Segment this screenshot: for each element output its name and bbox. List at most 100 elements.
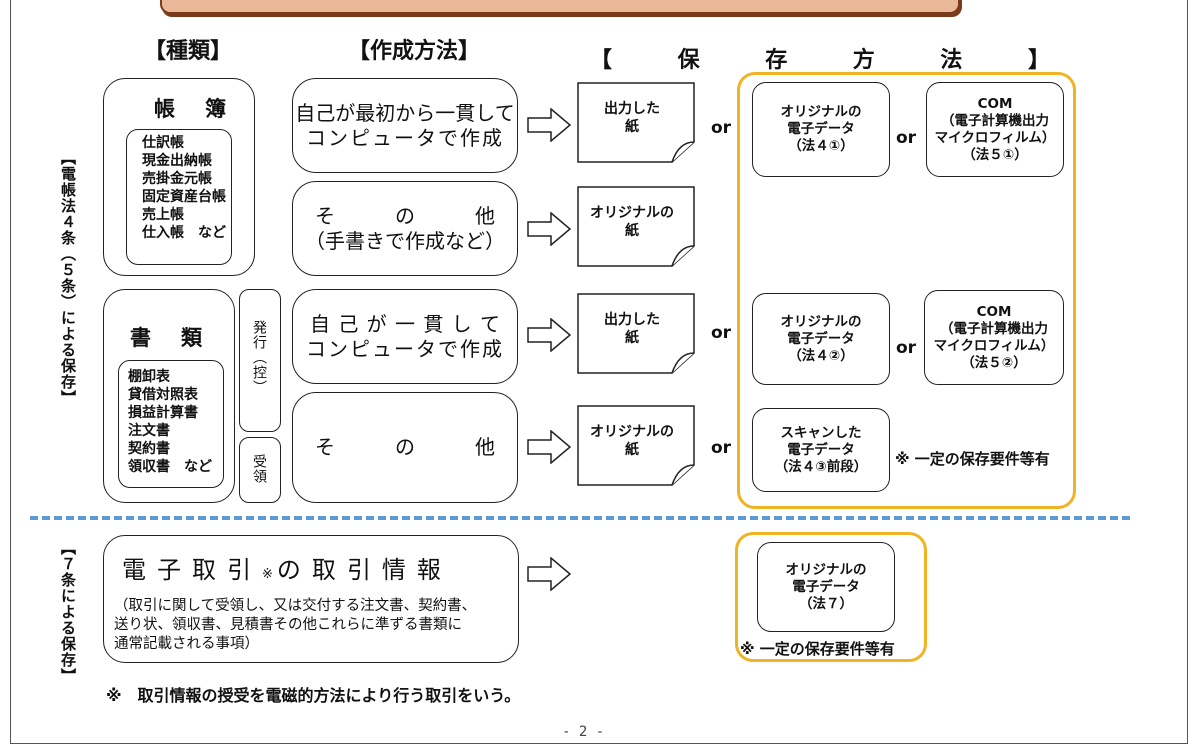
paper-printed-2: 出力した紙 [577,293,697,374]
paper-icon [577,405,695,486]
electronic-storage-highlight [737,72,1076,509]
issue-label: 発行（控） [251,320,267,395]
method-char: の [395,203,415,228]
header-storage-char: 【 [590,48,613,73]
method-line: コンピュータで作成 [306,336,504,361]
paper-label: オリジナルの紙 [590,424,674,458]
method-char: 他 [475,435,495,459]
issue-box: 発行（控） [239,289,281,432]
paper-label: オリジナルの紙 [590,205,674,239]
paper-icon [577,293,695,374]
paper-original-2: オリジナルの紙 [577,405,697,486]
paper-icon [577,186,695,267]
storage-com-5-1: COM（電子計算機出力マイクロフィルム）（法５①） [926,82,1064,177]
transaction-title-mark: ※ [262,567,277,582]
ledger-title: 帳簿 [154,97,256,121]
method-line-spread: そ の 他 [315,435,495,460]
documents-item: 契約書 [128,441,170,457]
method-self-consistent: 自 己 が 一 貫 し て コンピュータで作成 [292,289,518,384]
header-kind: 【種類】 [144,39,233,64]
ledger-item: 固定資産台帳 [142,189,226,205]
ledger-item: 現金出納帳 [142,153,212,169]
method-char: 貫 [423,311,444,336]
transaction-description: （取引に関して受領し、又は交付する注文書、契約書、 送り状、領収書、見積書その他… [114,598,477,652]
header-storage-char: 存 [765,48,788,73]
documents-item: 貸借対照表 [128,387,198,403]
documents-item: 損益計算書 [128,405,198,421]
paper-printed-1: 出力した紙 [577,82,697,163]
storage-original-data-7: オリジナルの電子データ（法７） [757,542,895,632]
or-label: or [711,118,732,138]
documents-item: 棚卸表 [128,369,170,385]
transaction-title: 電子取引※の取引情報 [122,556,452,584]
method-line: （手書きで作成など） [305,228,505,253]
receive-box: 受領 [239,437,281,503]
method-char: 一 [394,311,415,336]
section-divider [30,516,1130,520]
or-label: or [711,323,732,343]
storage-original-data-4-1: オリジナルの電子データ（法４①） [752,82,890,177]
or-label: or [896,338,917,358]
method-char: そ [315,203,335,228]
ledger-item: 仕入帳 など [142,225,226,241]
transaction-storage-highlight [735,532,927,662]
method-char: 己 [338,311,359,336]
paper-label: 出力した紙 [604,312,660,346]
ledger-box: 帳簿 仕訳帳 現金出納帳 売掛金元帳 固定資産台帳 売上帳 仕入帳 など [103,78,255,276]
ledger-item: 売上帳 [142,207,184,223]
or-label: or [896,128,917,148]
method-char: そ [315,435,335,459]
documents-list: 棚卸表 貸借対照表 損益計算書 注文書 契約書 領収書 など [128,368,212,476]
paper-icon [577,82,695,163]
storage-com-5-2: COM（電子計算機出力マイクロフィルム）（法５②） [924,290,1064,385]
documents-box: 書類 棚卸表 貸借対照表 損益計算書 注文書 契約書 領収書 など [103,289,235,503]
receive-label: 受領 [251,454,267,484]
ledger-item: 仕訳帳 [142,135,184,151]
documents-item: 注文書 [128,423,170,439]
method-char: 他 [475,203,495,228]
right-arrow-icon [527,557,571,591]
method-line-spread: 自 己 が 一 貫 し て [310,312,500,337]
header-method: 【作成方法】 [348,39,481,64]
method-line-spread: そ の 他 [315,204,495,229]
header-storage-char: 】 [1027,48,1050,73]
method-char: の [395,435,415,459]
right-arrow-icon [527,430,571,464]
method-char: 自 [310,311,330,336]
right-arrow-icon [527,318,571,352]
storage-scanned-data-4-3: スキャンした電子データ（法４③前段） [752,408,890,492]
method-char: が [366,311,387,336]
method-line: コンピュータで作成 [306,125,504,150]
method-self-computer: 自己が最初から一貫して コンピュータで作成 [292,78,518,173]
header-storage-char: 保 [677,48,700,73]
documents-title: 書類 [130,326,232,350]
or-label: or [711,438,732,458]
method-other: そ の 他 [292,392,518,503]
header-storage-char: 方 [852,48,875,73]
footnote: ※ 取引情報の授受を電磁的方法により行う取引をいう。 [106,686,521,705]
right-arrow-icon [527,212,571,246]
method-char: て [479,311,500,336]
side-label-article4: 【電帳法４条（５条）による保存】 [59,150,77,406]
ledger-list: 仕訳帳 現金出納帳 売掛金元帳 固定資産台帳 売上帳 仕入帳 など [142,134,226,242]
header-storage: 【 保 存 方 法 】 [590,42,1050,73]
electronic-transaction-box: 電子取引※の取引情報 （取引に関して受領し、又は交付する注文書、契約書、 送り状… [103,535,519,663]
documents-item: 領収書 など [128,459,212,475]
storage-original-data-4-2: オリジナルの電子データ（法４②） [752,293,890,385]
ledger-item: 売掛金元帳 [142,171,212,187]
ledger-bracket [126,129,232,265]
documents-bracket [118,360,224,488]
side-label-article7: 【７条による保存】 [59,540,77,684]
header-storage-char: 法 [940,48,963,73]
page-frame [10,0,1188,744]
method-char: し [451,311,472,336]
paper-original-1: オリジナルの紙 [577,186,697,267]
requirement-note: ※ 一定の保存要件等有 [740,640,895,658]
requirement-note: ※ 一定の保存要件等有 [895,450,1050,468]
title-banner [160,0,960,14]
method-line: 自己が最初から一貫して [295,100,515,125]
page-number: - 2 - [562,724,605,740]
method-other-handwritten: そ の 他 （手書きで作成など） [292,181,518,276]
right-arrow-icon [527,108,571,142]
paper-label: 出力した紙 [604,101,660,135]
